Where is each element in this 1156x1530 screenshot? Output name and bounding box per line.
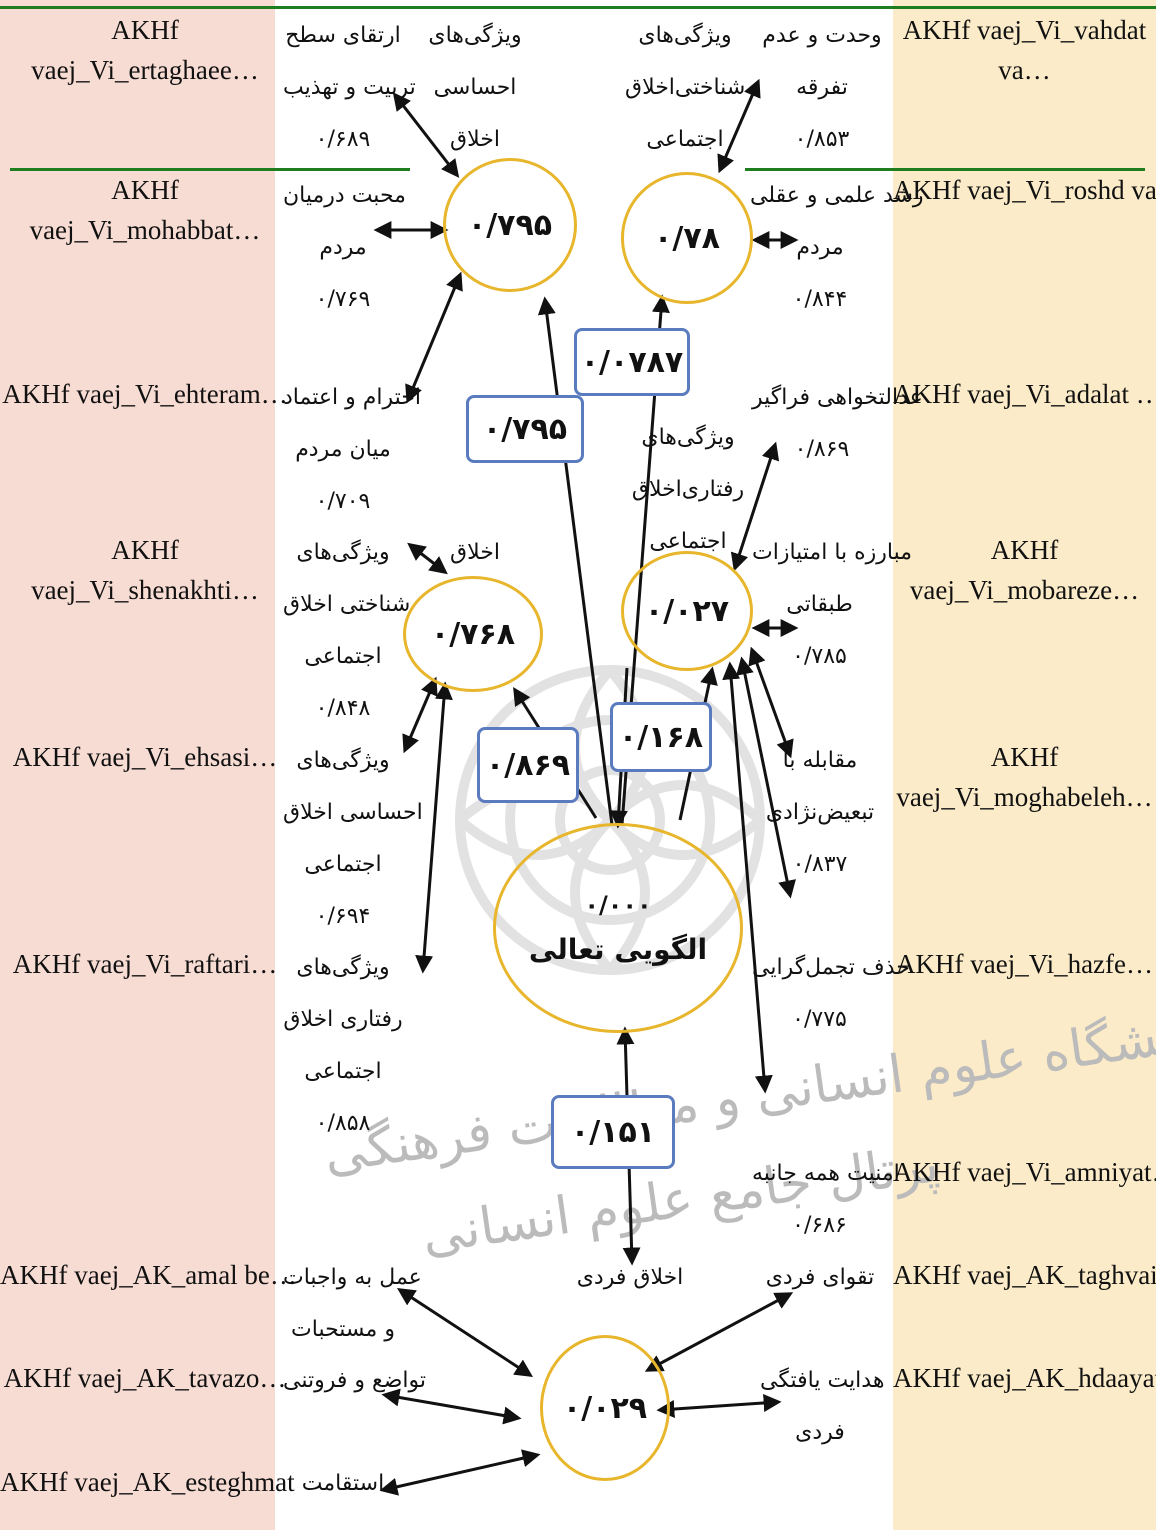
- arrow-c4-indicator-1: [730, 441, 780, 572]
- arrow-c6-indicator-5: [656, 1393, 782, 1419]
- right-divider-line: [745, 168, 1145, 171]
- path-coefficient-box-2: ۰/۷۹۵: [466, 395, 584, 463]
- indicator-taghva: تقوای فردی: [765, 1265, 875, 1290]
- arrow-c3-indicator-2: [402, 676, 438, 754]
- left-label-9: AKHf vaej_AK_esteghmat: [0, 1467, 295, 1497]
- right-label-6: AKHf vaej_Vi_hazfe…: [895, 949, 1154, 979]
- right-label-2: AKHf vaej_Vi_roshd va…: [893, 175, 1156, 205]
- construct-circle-akhlagh-ejtemaei: ۰/۷۶۸: [403, 576, 543, 692]
- construct-circle-ehsasi: ۰/۷۹۵: [443, 158, 577, 292]
- left-indicator-column: [0, 0, 275, 1530]
- path-coefficient-box-1: ۰/۰۷۸۷: [574, 328, 690, 396]
- arrow-c6-indicator-2: [381, 1388, 522, 1425]
- indicator-esteghamat: استقامت: [301, 1471, 385, 1496]
- path-central-c1: [537, 296, 614, 826]
- left-label-5: AKHf vaej_Vi_ehsasi…: [12, 742, 278, 772]
- left-divider-line: [10, 168, 410, 171]
- right-label-9: AKHf vaej_AK_hdaayat…: [893, 1363, 1156, 1393]
- arrow-c2-indicator-1: [717, 78, 761, 174]
- path-coefficient-box-5: ۰/۱۵۱: [551, 1095, 675, 1169]
- arrow-c6-indicator-4: [644, 1292, 794, 1372]
- path-coefficient-box-4: ۰/۱۶۸: [610, 702, 712, 772]
- left-label-8: AKHf vaej_AK_tavazo…: [3, 1363, 287, 1393]
- top-divider-line: [0, 6, 1156, 9]
- left-label-6: AKHf vaej_Vi_raftari…: [12, 949, 278, 979]
- indicator-tavazo: تواضع و فروتنی: [283, 1368, 426, 1393]
- arrow-c1-indicator-1: [392, 92, 460, 178]
- indicator-akhlagh-fardi: اخلاق فردی: [576, 1265, 684, 1290]
- right-label-8: AKHf vaej_AK_taghvai…: [893, 1260, 1156, 1290]
- central-construct-circle: ۰/۰۰۰ الگویی تعالی: [493, 823, 743, 1033]
- arrow-c1-indicator-3: [405, 271, 463, 404]
- arrow-c3-indicator-1: [407, 542, 448, 575]
- arrow-c6-indicator-3: [379, 1449, 541, 1496]
- arrow-c4-indicator-5: [722, 661, 773, 1094]
- arrow-c3-indicator-3: [415, 681, 453, 974]
- construct-circle-fardi: ۰/۰۲۹: [540, 1335, 670, 1481]
- arrow-c6-indicator-1: [396, 1288, 534, 1377]
- construct-circle-shenakhti: ۰/۷۸: [621, 172, 753, 304]
- left-label-7: AKHf vaej_AK_amal be…: [0, 1260, 297, 1290]
- right-label-3: AKHf vaej_Vi_adalat …: [893, 379, 1156, 409]
- right-label-7: AKHf vaej_Vi_amniyat…: [893, 1157, 1156, 1187]
- right-indicator-column: [893, 0, 1156, 1530]
- path-coefficient-box-3: ۰/۸۶۹: [477, 727, 579, 803]
- left-label-3: AKHf vaej_Vi_ehteram…: [2, 379, 288, 409]
- construct-circle-raftari: ۰/۰۲۷: [621, 551, 753, 671]
- indicator-akhlagh: اخلاق: [450, 540, 500, 565]
